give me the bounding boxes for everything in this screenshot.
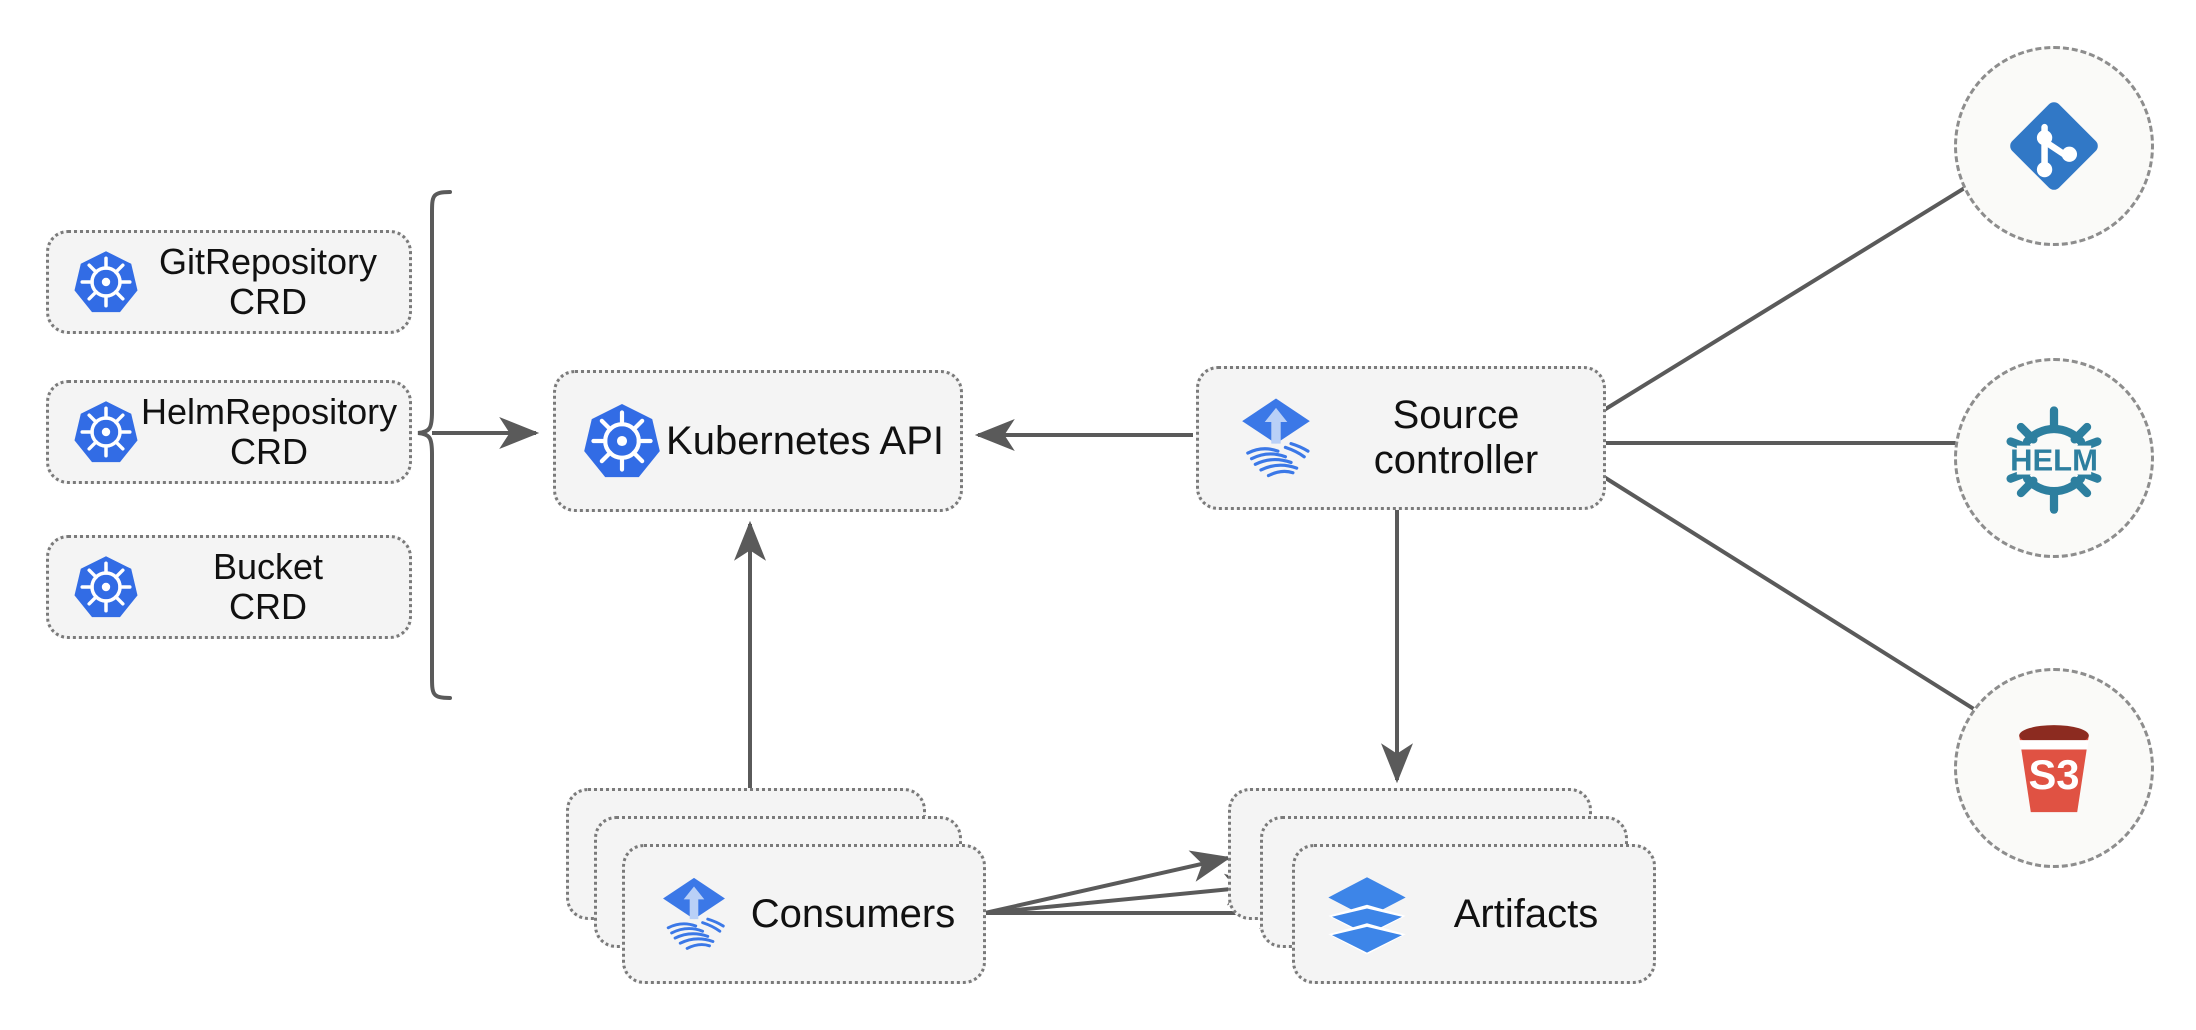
consumers-node[interactable]: Consumers bbox=[566, 788, 986, 984]
flux-icon bbox=[1229, 391, 1323, 485]
consumers-stack-front[interactable]: Consumers bbox=[622, 844, 986, 984]
artifacts-node[interactable]: Artifacts bbox=[1228, 788, 1656, 984]
edge-source-controller-to-s3 bbox=[1602, 475, 2039, 750]
crd-label: HelmRepository CRD bbox=[141, 390, 398, 472]
crd-label: Bucket CRD bbox=[212, 545, 324, 627]
layers-icon bbox=[1321, 868, 1413, 960]
target-circle-git[interactable] bbox=[1954, 46, 2154, 246]
s3-bucket-icon: S3 bbox=[1996, 710, 2112, 826]
kubernetes-icon bbox=[71, 397, 141, 467]
crd-box-gitrepository[interactable]: GitRepository CRD bbox=[46, 230, 412, 334]
target-circle-s3[interactable]: S3 bbox=[1954, 668, 2154, 868]
kubernetes-icon bbox=[580, 399, 664, 483]
crd-label: GitRepository CRD bbox=[158, 240, 378, 322]
artifacts-stack-front[interactable]: Artifacts bbox=[1292, 844, 1656, 984]
target-circle-helm[interactable]: HELM bbox=[1954, 358, 2154, 558]
kubernetes-icon bbox=[71, 552, 141, 622]
crd-box-bucket[interactable]: Bucket CRD bbox=[46, 535, 412, 639]
kubernetes-icon bbox=[71, 247, 141, 317]
source-controller-label: Source controller bbox=[1373, 393, 1539, 482]
crd-box-helmrepository[interactable]: HelmRepository CRD bbox=[46, 380, 412, 484]
crd-group-brace bbox=[417, 190, 452, 700]
edge-consumers-to-artifacts-mid bbox=[984, 873, 1266, 915]
helm-icon: HELM bbox=[1992, 396, 2116, 520]
flux-icon bbox=[651, 871, 737, 957]
git-icon bbox=[1995, 87, 2113, 205]
kubernetes-api-node[interactable]: Kubernetes API bbox=[553, 370, 963, 512]
kubernetes-api-label: Kubernetes API bbox=[666, 418, 944, 463]
source-controller-node[interactable]: Source controller bbox=[1196, 366, 1606, 510]
consumers-label: Consumers bbox=[750, 891, 956, 936]
artifacts-label: Artifacts bbox=[1453, 891, 1599, 936]
s3-label: S3 bbox=[2028, 751, 2079, 798]
helm-label: HELM bbox=[2010, 442, 2098, 477]
edge-consumers-to-artifacts-top bbox=[984, 850, 1232, 915]
